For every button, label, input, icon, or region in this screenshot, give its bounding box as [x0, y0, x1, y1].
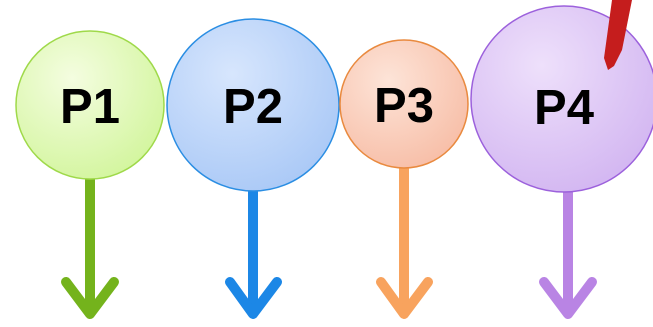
red-marker-icon [604, 0, 632, 70]
arrow-head [61, 277, 119, 319]
arrow-p1 [61, 173, 119, 319]
arrow-head [539, 277, 597, 319]
node-p1: P1 [15, 30, 165, 180]
node-p4: P4 [470, 5, 653, 193]
node-p2: P2 [166, 18, 340, 192]
arrow-head [225, 277, 282, 319]
arrow-p4 [539, 187, 597, 319]
node-label: P2 [223, 80, 283, 134]
node-circle [15, 30, 165, 180]
arrow-head [376, 277, 433, 319]
node-label: P3 [374, 79, 434, 133]
node-p3: P3 [339, 39, 469, 169]
node-label: P4 [534, 81, 594, 135]
arrow-p2 [225, 185, 282, 319]
node-circle [339, 39, 469, 169]
node-circle [166, 18, 340, 192]
node-label: P1 [60, 80, 120, 134]
arrow-p3 [376, 163, 433, 319]
